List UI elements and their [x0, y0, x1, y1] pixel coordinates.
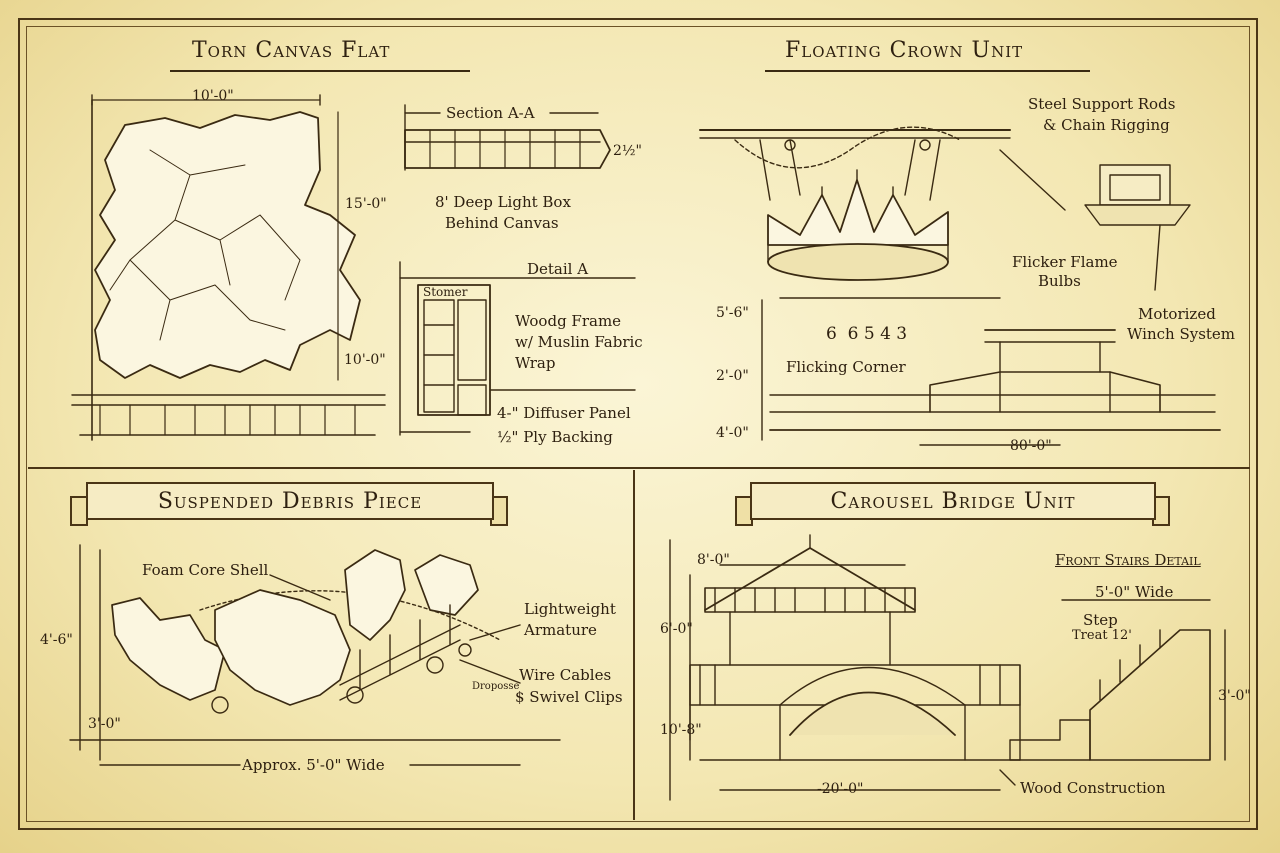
vertical-divider	[633, 470, 635, 820]
torn-canvas-lower-dim: 10'-0"	[344, 352, 386, 368]
wire-label-2: $ Swivel Clips	[515, 688, 623, 706]
detail-a-drawing	[399, 261, 636, 436]
flicker-label-1: Flicker Flame	[1012, 253, 1118, 271]
carousel-title: Carousel Bridge Unit	[830, 488, 1076, 514]
carousel-drawing	[669, 534, 1226, 801]
winch-label-1: Motorized	[1138, 305, 1216, 323]
armature-label-2: Armature	[524, 621, 597, 639]
debris-width-label: Approx. 5'-0" Wide	[242, 756, 385, 774]
corner-label: Flicking Corner	[786, 358, 906, 376]
carousel-top-dim: 8'-0"	[697, 552, 730, 568]
stairs-height-dim: 3'-0"	[1218, 688, 1251, 704]
step-label: Step	[1083, 611, 1118, 629]
torn-canvas-drawing	[71, 94, 386, 441]
outer-border	[18, 18, 1258, 830]
carousel-low-dim: 10'-8"	[660, 722, 702, 738]
crown-title-underline	[765, 70, 1090, 72]
debris-title: Suspended Debris Piece	[157, 488, 423, 514]
front-stairs-label: Front Stairs Detail	[1055, 551, 1201, 569]
backing-label: ½" Ply Backing	[497, 428, 613, 446]
torn-canvas-height-dim: 15'-0"	[345, 196, 387, 212]
frame-label-3: Wrap	[515, 354, 556, 372]
detail-a-label: Detail A	[527, 260, 589, 278]
frame-label-2: w/ Muslin Fabric	[515, 333, 643, 351]
crown-title: Floating Crown Unit	[785, 38, 1024, 63]
treat-label: Treat 12'	[1072, 628, 1132, 643]
crown-numbers: 6 6 5 4 3	[826, 324, 908, 344]
lightbox-label-1: 8' Deep Light Box	[435, 193, 571, 211]
crown-width-dim: 80'-0"	[1010, 438, 1052, 454]
rods-label-1: Steel Support Rods	[1028, 95, 1176, 113]
horizontal-divider	[28, 467, 1250, 469]
section-aa-dim: 2½"	[613, 143, 642, 159]
debris-low-dim: 3'-0"	[88, 716, 121, 732]
crown-dim-c: 4'-0"	[716, 425, 749, 441]
carousel-width-dim: -20'-0"	[817, 781, 864, 797]
debris-title-banner: Suspended Debris Piece	[86, 482, 494, 520]
section-aa-drawing	[404, 104, 611, 171]
debris-drawing	[69, 544, 561, 766]
crown-dim-b: 2'-0"	[716, 368, 749, 384]
detail-a-stamp: Stomer	[423, 285, 468, 299]
flicker-label-2: Bulbs	[1038, 272, 1081, 290]
armature-label-1: Lightweight	[524, 600, 616, 618]
diffuser-label: 4-" Diffuser Panel	[497, 404, 631, 422]
frame-label-1: Woodg Frame	[515, 312, 622, 330]
rods-label-2: & Chain Rigging	[1043, 116, 1170, 134]
wood-construction-label: Wood Construction	[1020, 779, 1166, 797]
carousel-title-banner: Carousel Bridge Unit	[750, 482, 1156, 520]
foam-label: Foam Core Shell	[142, 561, 269, 579]
lightbox-label-2: Behind Canvas	[445, 214, 559, 232]
torn-canvas-title: Torn Canvas Flat	[192, 38, 391, 63]
torn-canvas-title-underline	[170, 70, 470, 72]
wire-label-1: Wire Cables	[519, 666, 612, 684]
debris-small-tag: Droposse	[472, 681, 520, 692]
stairs-width-label: 5'-0" Wide	[1095, 583, 1174, 601]
crown-drawing	[699, 126, 1221, 446]
section-aa-label: Section A-A	[446, 104, 535, 122]
torn-canvas-width-dim: 10'-0"	[192, 88, 234, 104]
carousel-side-dim: 6'-0"	[660, 621, 693, 637]
debris-height-dim: 4'-6"	[40, 632, 73, 648]
inner-border	[26, 26, 1250, 822]
crown-dim-a: 5'-6"	[716, 305, 749, 321]
winch-label-2: Winch System	[1127, 325, 1236, 343]
